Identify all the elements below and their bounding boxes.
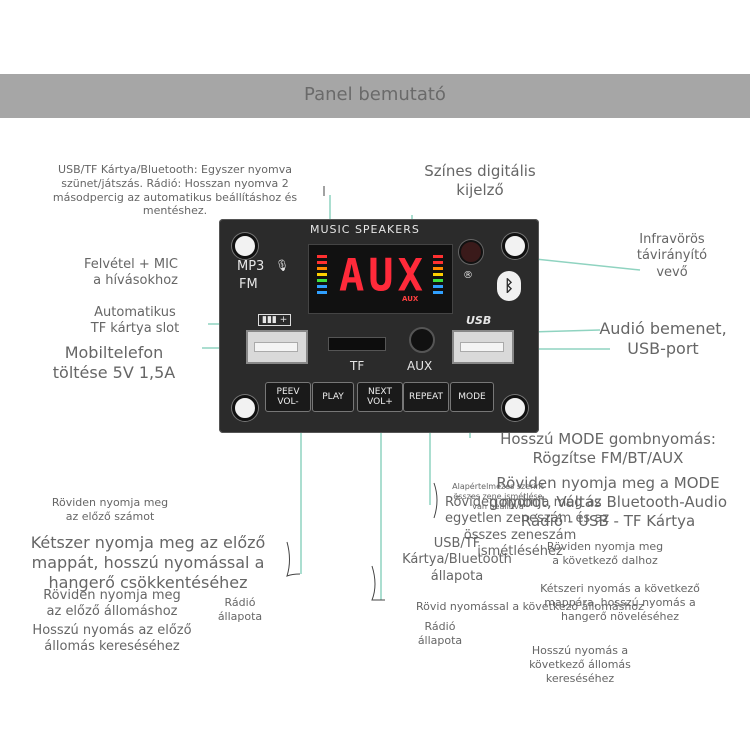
brace-next <box>371 565 385 601</box>
label-prev-long: Hosszú nyomás az előző állomás kereséséh… <box>32 623 192 655</box>
page-title: Panel bemutató <box>304 84 446 105</box>
mode-button[interactable]: MODE <box>450 382 494 412</box>
label-next-short: Röviden nyomja meg a következő dalhoz <box>546 540 664 567</box>
board-title: MUSIC SPEAKERS <box>310 223 420 236</box>
digital-display: AUX AUX <box>308 244 453 314</box>
tf-card-slot[interactable] <box>328 337 386 351</box>
label-mode-short: Röviden nyomja meg a MODE gombot, Váltás… <box>488 474 728 530</box>
play-button[interactable]: PLAY <box>312 382 354 412</box>
display-segments: AUX <box>339 249 427 302</box>
mount-hole <box>502 395 528 421</box>
usb-charge-port[interactable] <box>246 330 308 364</box>
label-next-long: Hosszú nyomás a következő állomás keresé… <box>529 644 631 685</box>
label-next-station: Rövid nyomással a következő állomáshoz <box>416 600 644 613</box>
label-mode-long: Hosszú MODE gombnyomás: Rögzítse FM/BT/A… <box>500 430 716 467</box>
label-prev-short: Röviden nyomja meg az előző számot <box>51 496 169 523</box>
mount-hole <box>232 395 258 421</box>
registered-icon: ® <box>463 270 473 281</box>
prev-vol-down-button[interactable]: PEEV VOL- <box>265 382 311 412</box>
brace-repeat <box>433 482 438 519</box>
ir-receiver <box>459 240 483 264</box>
next-vol-up-button[interactable]: NEXT VOL+ <box>357 382 403 412</box>
mount-hole <box>232 233 258 259</box>
bluetooth-icon: ᛒ <box>497 271 521 301</box>
fm-label: FM <box>239 277 258 292</box>
display-mode: AUX <box>402 295 419 303</box>
label-usb-tf-bt: USB/TF Kártya/Bluetooth: Egyszer nyomva … <box>52 163 298 218</box>
label-display: Színes digitális kijelző <box>424 162 536 199</box>
tf-label: TF <box>350 359 365 373</box>
repeat-button[interactable]: REPEAT <box>403 382 449 412</box>
label-radio-state-mid: Rádió állapota <box>417 620 463 647</box>
label-next-double: Kétszeri nyomás a következő mappára, hos… <box>540 582 700 623</box>
label-tf-slot: Automatikus TF kártya slot <box>90 305 180 337</box>
usb-logo: USB <box>466 314 492 327</box>
label-prev-double: Kétszer nyomja meg az előző mappát, hoss… <box>30 533 266 592</box>
label-ir: Infravörös távirányító vevő <box>636 232 708 280</box>
brace-prev <box>286 541 301 577</box>
aux-jack[interactable] <box>409 327 435 353</box>
mp3-label: MP3 <box>237 259 265 274</box>
battery-icon: ▮▮▮ + <box>258 314 292 326</box>
mount-hole <box>502 233 528 259</box>
header-band <box>0 74 750 118</box>
aux-label: AUX <box>407 359 433 373</box>
label-audio-in: Audió bemenet, USB-port <box>599 319 727 358</box>
label-repeat-single: Röviden nyomja meg az egyetlen zeneszám … <box>445 495 610 559</box>
label-phone-charge: Mobiltelefon töltése 5V 1,5A <box>52 343 176 382</box>
mic-icon: 🎙 <box>275 259 289 272</box>
label-radio-state-left: Rádió állapota <box>217 596 263 623</box>
label-prev-station: Röviden nyomja meg az előző állomáshoz <box>43 588 181 620</box>
label-usb-tf-bt-state: USB/TF Kártya/Bluetooth állapota <box>402 536 512 584</box>
usb-audio-port[interactable] <box>452 330 514 364</box>
label-repeat-default: Alapértelmezés szerint összes zene ismét… <box>452 482 544 511</box>
label-mic: Felvétel + MIC a hívásokhoz <box>83 257 178 289</box>
